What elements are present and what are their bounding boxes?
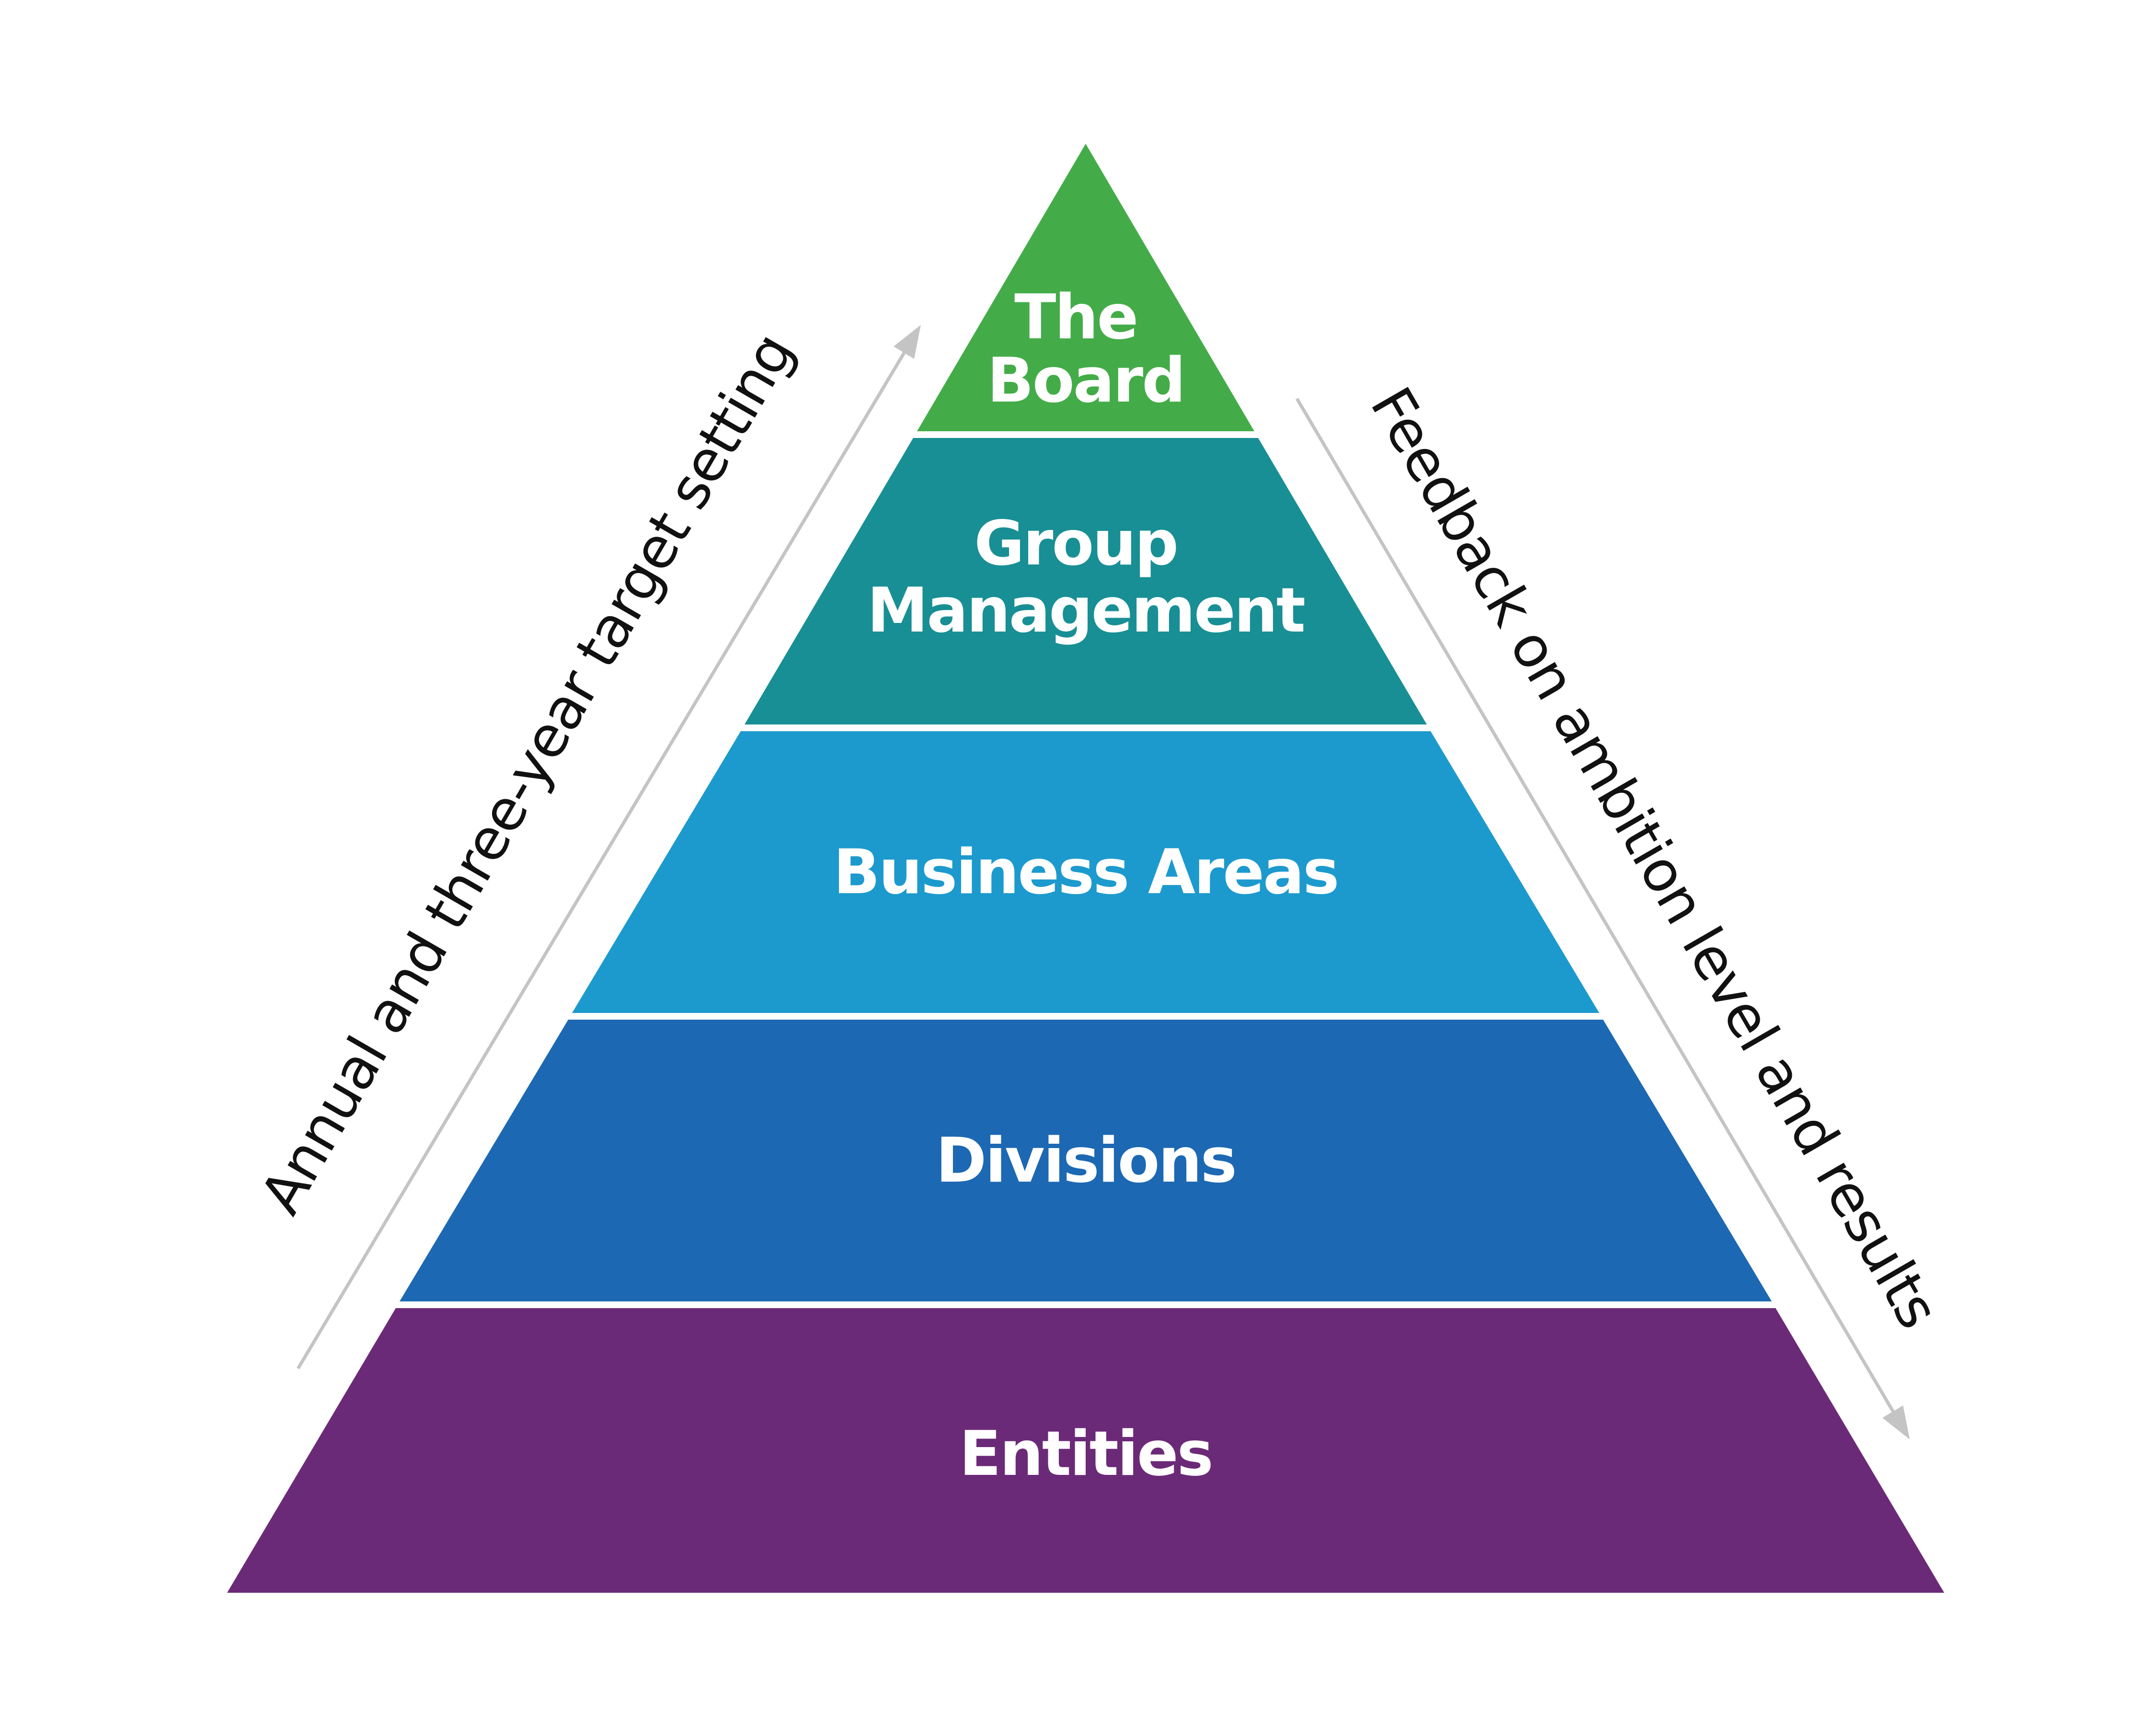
tier-business-areas-label: Business Areas xyxy=(833,837,1338,908)
right-arrow-head-icon xyxy=(1882,1405,1910,1439)
tier-entities-label: Entities xyxy=(959,1418,1212,1490)
tier-entities: Entities xyxy=(227,1308,1944,1593)
tier-group-management-shape xyxy=(745,438,1427,724)
svg-text:Group Management: Group Management xyxy=(867,508,1305,646)
tier-business-areas: Business Areas xyxy=(572,731,1599,1013)
tier-the-board: The Board xyxy=(917,144,1254,431)
right-arrow xyxy=(1295,398,1910,1439)
svg-text:The Board: The Board xyxy=(987,282,1184,416)
left-arrow-line xyxy=(296,343,911,1369)
pyramid: The Board Group Management Business Area… xyxy=(227,144,1944,1593)
tier-group-management-label-line-2: Management xyxy=(867,575,1305,646)
tier-group-management-label-line-1: Group xyxy=(974,508,1177,579)
tier-divisions-shape xyxy=(400,1020,1772,1301)
tier-the-board-label-line-1: The xyxy=(1014,282,1137,353)
tier-the-board-shape xyxy=(917,144,1254,431)
tier-divisions-label: Divisions xyxy=(936,1125,1236,1196)
tier-divisions: Divisions xyxy=(400,1020,1772,1301)
tier-entities-shape xyxy=(227,1308,1944,1593)
tier-group-management: Group Management xyxy=(745,438,1427,724)
left-arrow xyxy=(296,325,921,1369)
tier-business-areas-shape xyxy=(572,731,1599,1013)
left-arrow-head-icon xyxy=(894,325,921,359)
right-arrow-line xyxy=(1295,398,1900,1421)
tier-the-board-label-line-2: Board xyxy=(987,345,1184,416)
